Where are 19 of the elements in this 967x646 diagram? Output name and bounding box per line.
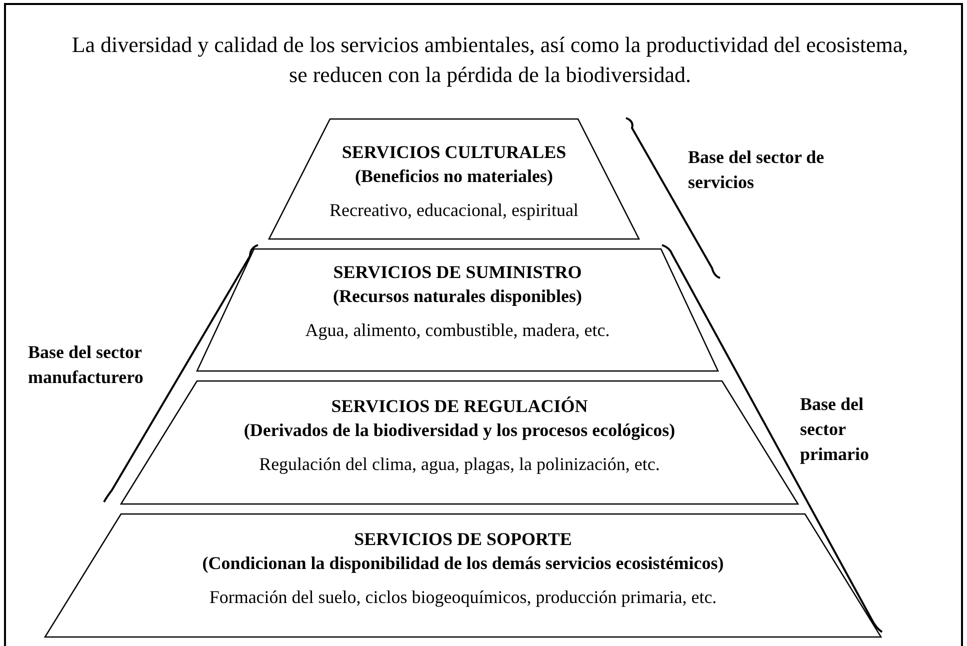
pyramid-tier [196, 248, 719, 372]
bracket-label: Base del sector manufacturero [28, 341, 144, 389]
tier-heading: SERVICIOS DE SUMINISTRO [332, 261, 583, 284]
tier-heading: SERVICIOS DE SOPORTE [353, 528, 573, 551]
bracket-label: Base del sector de servicios [688, 146, 826, 194]
tier-subheading: (Recursos naturales disponibles) [332, 285, 584, 308]
tier-description: Regulación del clima, agua, plagas, la polinización, etc. [258, 453, 661, 476]
bracket-label: Base del sector primario [800, 393, 870, 466]
tier-description: Formación del suelo, ciclos biogeoquímicos, producción primaria, etc. [208, 586, 718, 609]
title-text: La diversidad y calidad de los servicios ambientales, así como la productividad del ecosistema, se reducen con la pérdida de la biodiversidad. [70, 31, 910, 89]
tier-description: Agua, alimento, combustible, madera, etc. [304, 319, 611, 342]
pyramid-tier [268, 118, 640, 240]
tier-subheading: (Derivados de la biodiversidad y los procesos ecológicos) [242, 419, 676, 442]
tier-heading: SERVICIOS DE REGULACIÓN [330, 395, 589, 418]
tier-subheading: (Beneficios no materiales) [354, 165, 554, 188]
tier-subheading: (Condicionan la disponibilidad de los demás servicios ecosistémicos) [201, 552, 725, 575]
pyramid-tier [44, 513, 882, 638]
tier-heading: SERVICIOS CULTURALES [340, 141, 568, 164]
tier-description: Recreativo, educacional, espiritual [328, 199, 580, 222]
